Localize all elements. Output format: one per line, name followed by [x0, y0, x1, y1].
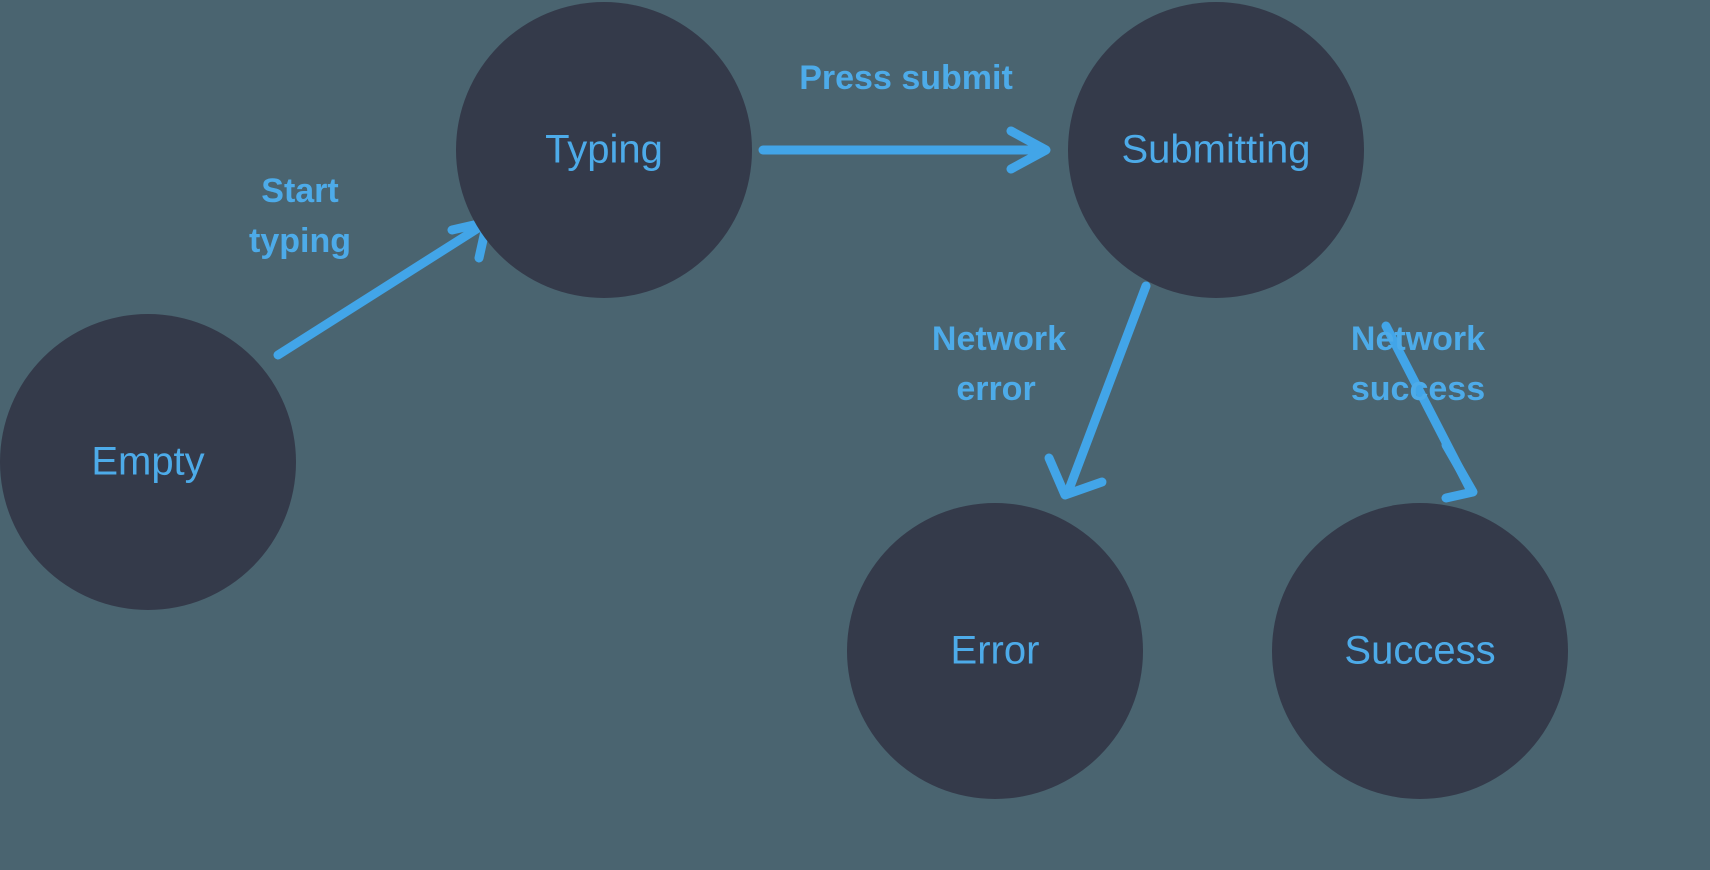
- node-empty-label: Empty: [91, 440, 204, 484]
- edge-label-typing-to-submitting: Press submit: [799, 59, 1013, 97]
- edge-empty-to-typing-line: [273, 220, 488, 360]
- edge-label-empty-to-typing: Start typing: [249, 172, 351, 260]
- node-error-label: Error: [951, 629, 1040, 673]
- node-error-circle[interactable]: [847, 503, 1143, 799]
- edge-label-start-typing-line2: typing: [249, 222, 351, 260]
- node-typing-label: Typing: [545, 128, 663, 172]
- edge-typing-to-submitting: [758, 126, 1051, 174]
- edge-submitting-to-error-line: [1063, 281, 1151, 497]
- node-typing-circle[interactable]: [456, 2, 752, 298]
- node-error[interactable]: Error: [847, 503, 1143, 799]
- edge-label-submitting-to-error: Network error: [932, 320, 1066, 408]
- edge-submitting-to-error: [1044, 281, 1151, 500]
- node-submitting-label: Submitting: [1122, 128, 1311, 172]
- edge-submitting-to-success-arrowhead: [1441, 440, 1478, 503]
- node-submitting[interactable]: Submitting: [1068, 2, 1364, 298]
- edge-label-start-typing-line1: Start: [261, 172, 338, 210]
- node-success-circle[interactable]: [1272, 503, 1568, 799]
- edge-typing-to-submitting-arrowhead: [1006, 126, 1051, 174]
- edge-label-network-error-line2: error: [956, 370, 1035, 408]
- edge-label-submitting-to-success: Network success: [1351, 320, 1485, 408]
- node-empty[interactable]: Empty: [0, 314, 296, 610]
- edge-label-press-submit-line1: Press submit: [799, 59, 1013, 97]
- edge-label-network-success-line2: success: [1351, 370, 1485, 408]
- node-submitting-circle[interactable]: [1068, 2, 1364, 298]
- edge-label-network-error-line1: Network: [932, 320, 1066, 358]
- node-typing[interactable]: Typing: [456, 2, 752, 298]
- edge-submitting-to-success: [1381, 321, 1478, 503]
- node-success[interactable]: Success: [1272, 503, 1568, 799]
- node-success-label: Success: [1344, 629, 1495, 673]
- edge-submitting-to-error-arrowhead: [1044, 453, 1107, 500]
- node-empty-circle[interactable]: [0, 314, 296, 610]
- edge-label-network-success-line1: Network: [1351, 320, 1485, 358]
